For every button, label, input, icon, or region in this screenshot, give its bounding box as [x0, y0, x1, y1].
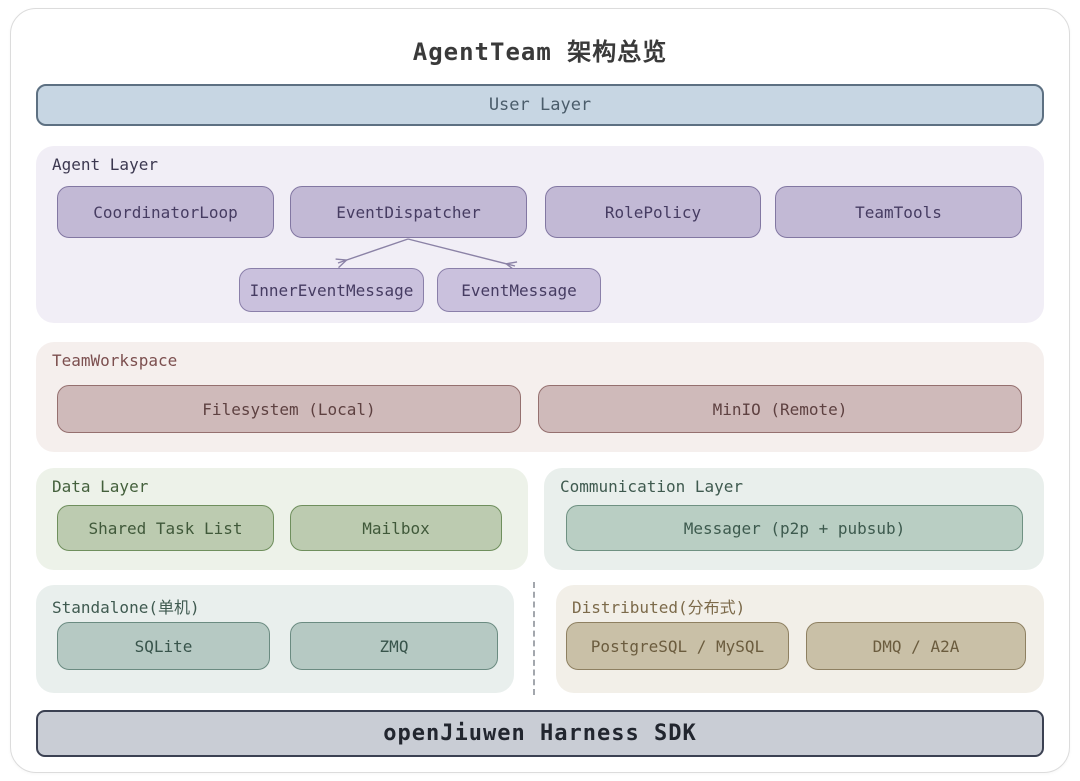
agent-layer-container: Agent Layer CoordinatorLoop EventDispatc…: [36, 146, 1044, 323]
node-filesystem-local: Filesystem (Local): [57, 385, 521, 433]
node-coordinator-loop: CoordinatorLoop: [57, 186, 274, 238]
team-workspace-container: TeamWorkspace Filesystem (Local) MinIO (…: [36, 342, 1044, 452]
user-layer-label: User Layer: [488, 95, 592, 115]
communication-layer-container: Communication Layer Messager (p2p + pubs…: [544, 468, 1044, 570]
node-inner-event-message: InnerEventMessage: [239, 268, 424, 312]
node-dmq-a2a: DMQ / A2A: [806, 622, 1026, 670]
team-workspace-label: TeamWorkspace: [52, 351, 178, 370]
data-layer-container: Data Layer Shared Task List Mailbox: [36, 468, 528, 570]
distributed-container: Distributed(分布式) PostgreSQL / MySQL DMQ …: [556, 585, 1044, 693]
node-team-tools: TeamTools: [775, 186, 1022, 238]
agent-layer-label: Agent Layer: [52, 155, 158, 174]
sdk-label: openJiuwen Harness SDK: [383, 721, 697, 746]
communication-layer-label: Communication Layer: [560, 477, 744, 496]
node-event-dispatcher: EventDispatcher: [290, 186, 527, 238]
node-minio-remote: MinIO (Remote): [538, 385, 1022, 433]
node-postgresql-mysql: PostgreSQL / MySQL: [566, 622, 789, 670]
standalone-container: Standalone(单机) SQLite ZMQ: [36, 585, 514, 693]
node-sqlite: SQLite: [57, 622, 270, 670]
standalone-distributed-divider: [533, 582, 535, 695]
sdk-bar: openJiuwen Harness SDK: [36, 710, 1044, 757]
user-layer-bar: User Layer: [36, 84, 1044, 126]
node-mailbox: Mailbox: [290, 505, 502, 551]
node-messager: Messager (p2p + pubsub): [566, 505, 1023, 551]
node-role-policy: RolePolicy: [545, 186, 761, 238]
node-shared-task-list: Shared Task List: [57, 505, 274, 551]
data-layer-label: Data Layer: [52, 477, 149, 496]
page-title: AgentTeam 架构总览: [412, 38, 668, 66]
standalone-label: Standalone(单机): [52, 598, 200, 617]
node-event-message: EventMessage: [437, 268, 601, 312]
distributed-label: Distributed(分布式): [572, 598, 746, 617]
node-zmq: ZMQ: [290, 622, 498, 670]
